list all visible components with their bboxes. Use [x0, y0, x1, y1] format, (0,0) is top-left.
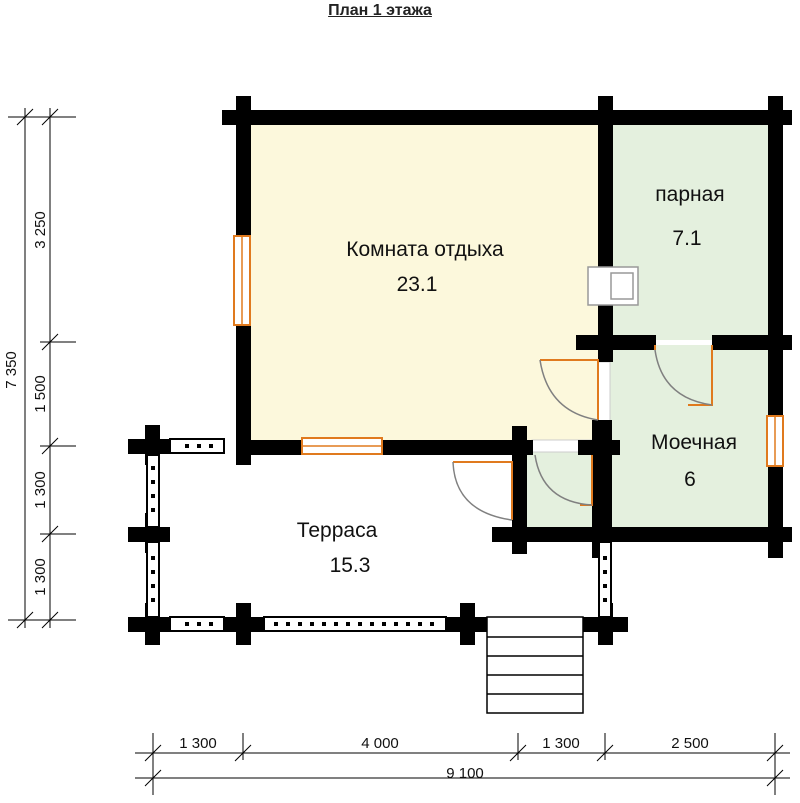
door-entrance — [453, 461, 513, 520]
rest-room-area: 23.1 — [397, 273, 438, 296]
plan-title: План 1 этажа — [328, 2, 432, 19]
railing-dot — [274, 622, 278, 626]
door-entrance-swing — [452, 461, 513, 521]
railing-dot — [418, 622, 422, 626]
room-labels: Комната отдыха 23.1 парная 7.1 Моечная 6… — [297, 183, 737, 577]
rest-room-floor — [243, 116, 605, 450]
railing-dot — [406, 622, 410, 626]
dim-h-4: 2 500 — [671, 735, 709, 752]
dim-v-3: 1 300 — [32, 471, 49, 509]
railing-dot — [346, 622, 350, 626]
vertical-dimensions — [8, 108, 76, 629]
dim-h-2: 4 000 — [361, 735, 399, 752]
dim-v-4: 1 300 — [32, 558, 49, 596]
long-rail-dots — [274, 622, 434, 626]
entrance-steps — [486, 616, 584, 714]
dim-h-1: 1 300 — [179, 735, 217, 752]
terrace-area: 15.3 — [330, 554, 371, 577]
dim-v-2: 1 500 — [32, 375, 49, 413]
rest-room-name: Комната отдыха — [346, 238, 504, 261]
vestibule-floor — [520, 450, 605, 535]
corridor-gap — [597, 361, 611, 425]
dim-h-total: 9 100 — [446, 765, 484, 782]
doors — [452, 345, 713, 521]
horizontal-dimensions — [135, 733, 790, 795]
steam-room-area: 7.1 — [672, 227, 701, 250]
door-rest-room-swing — [539, 359, 599, 421]
door-steam-room-swing — [654, 349, 713, 406]
railing-dot — [286, 622, 290, 626]
railing-dot — [358, 622, 362, 626]
vertical-dimension-labels: 7 350 3 250 1 500 1 300 1 300 — [3, 211, 49, 596]
railing-dot — [382, 622, 386, 626]
railing-dot — [310, 622, 314, 626]
railing-dot — [370, 622, 374, 626]
railing-dot — [298, 622, 302, 626]
steam-room-name: парная — [655, 183, 724, 206]
dim-v-1: 3 250 — [32, 211, 49, 249]
dim-h-3: 1 300 — [542, 735, 580, 752]
windows — [233, 235, 784, 467]
railing-dot — [334, 622, 338, 626]
sauna-stove — [587, 266, 639, 306]
washroom-area: 6 — [684, 468, 696, 491]
railing-dot — [322, 622, 326, 626]
railing-dot — [430, 622, 434, 626]
washroom-floor — [605, 345, 775, 535]
horizontal-dimension-labels: 1 300 4 000 1 300 2 500 9 100 — [179, 735, 709, 782]
railing-dots — [151, 444, 607, 626]
door-vestibule-swing — [534, 454, 593, 506]
door-rest-room — [540, 359, 599, 420]
railing-dot — [394, 622, 398, 626]
dim-v-total: 7 350 — [3, 351, 20, 389]
terrace-name: Терраса — [297, 519, 378, 542]
washroom-name: Моечная — [651, 431, 737, 454]
terrace-railings — [146, 438, 612, 632]
